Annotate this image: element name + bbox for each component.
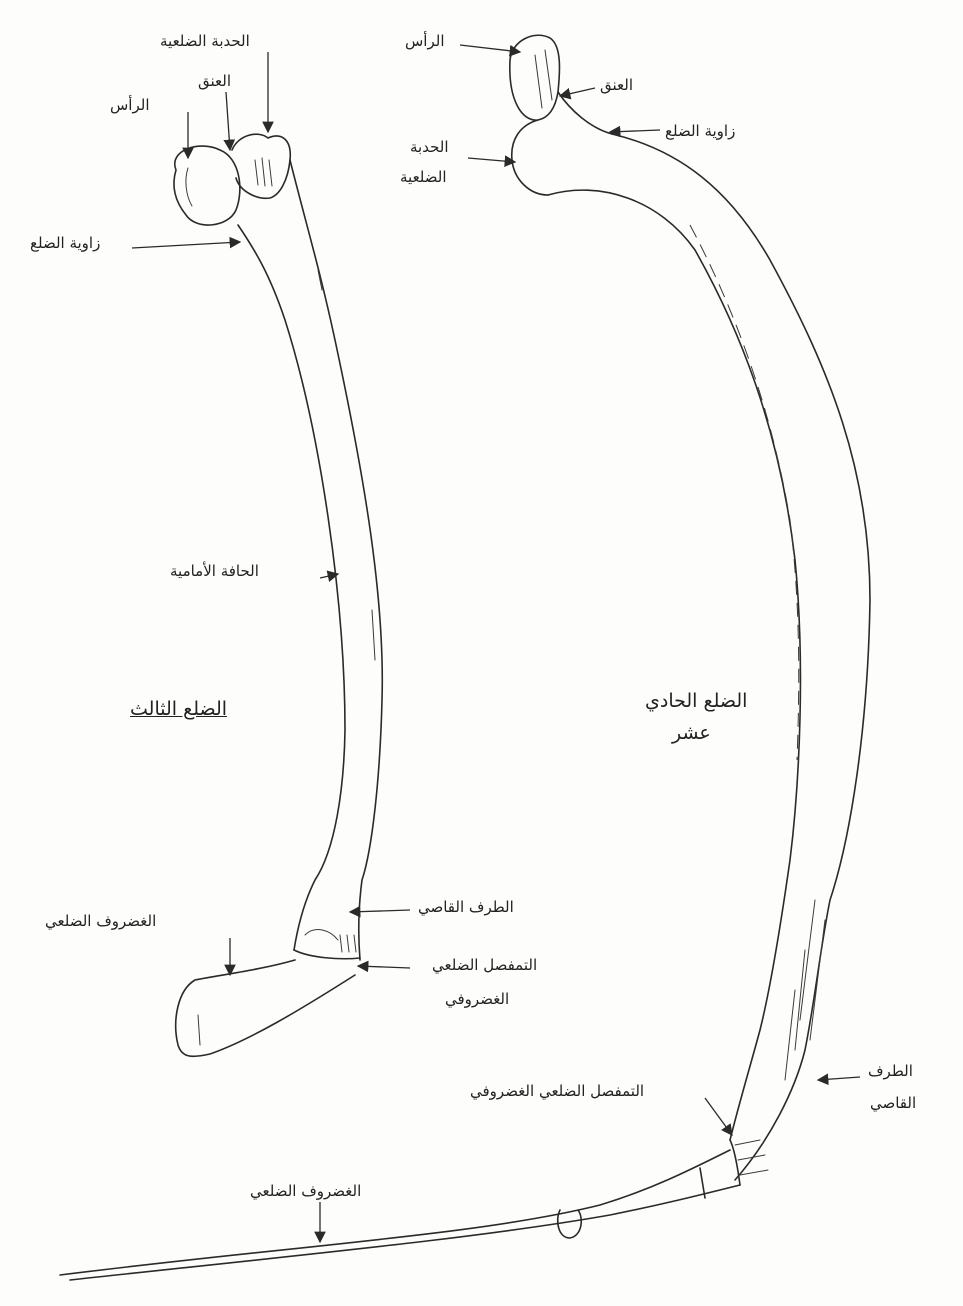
- third-rib-head-label: الرأس: [110, 96, 150, 114]
- third-rib-tubercle-label: الحدبة الضلعية: [160, 32, 250, 50]
- eleventh-rib-costal-cartilage: [60, 1150, 730, 1275]
- third-rib-shaft: [238, 225, 345, 950]
- third-rib-angle-label: زاوية الضلع: [30, 234, 100, 252]
- eleventh-rib: [60, 35, 870, 1280]
- eleventh-rib-title-line2: عشر: [672, 722, 711, 745]
- third-rib-anterior-end-label: الطرف القاصي: [418, 898, 514, 916]
- eleventh-rib-joint-label: التمفصل الضلعي الغضروفي: [470, 1082, 644, 1100]
- eleventh-rib-shaft: [612, 134, 870, 1180]
- eleventh-rib-anterior-end-label-1: الطرف: [868, 1062, 913, 1080]
- eleventh-rib-costal-cartilage-label: الغضروف الضلعي: [250, 1182, 361, 1200]
- third-rib-costal-cartilage-label: الغضروف الضلعي: [45, 912, 156, 930]
- third-rib-head: [174, 146, 240, 225]
- third-rib-costal-cartilage: [176, 960, 355, 1056]
- third-rib-anterior-border-label: الحافة الأمامية: [170, 562, 259, 580]
- third-rib-neck-label: العنق: [198, 72, 231, 90]
- eleventh-rib-angle-label: زاوية الضلع: [665, 122, 735, 140]
- third-rib-joint-label-1: التمفصل الضلعي: [432, 956, 537, 974]
- third-rib-joint-label-2: الغضروفي: [445, 990, 509, 1008]
- eleventh-rib-anterior-end-label-2: القاصي: [870, 1094, 916, 1112]
- eleventh-rib-tubercle-label-2: الضلعية: [400, 168, 447, 186]
- eleventh-rib-head: [510, 35, 560, 120]
- third-rib: [174, 134, 382, 1056]
- third-rib-title: الضلع الثالث: [130, 698, 227, 721]
- eleventh-rib-tubercle-label-1: الحدبة: [410, 138, 449, 156]
- eleventh-rib-neck-label: العنق: [600, 76, 633, 94]
- eleventh-rib-head-label: الرأس: [405, 32, 445, 50]
- third-rib-tubercle: [232, 134, 290, 198]
- eleventh-rib-title-line1: الضلع الحادي: [645, 690, 747, 713]
